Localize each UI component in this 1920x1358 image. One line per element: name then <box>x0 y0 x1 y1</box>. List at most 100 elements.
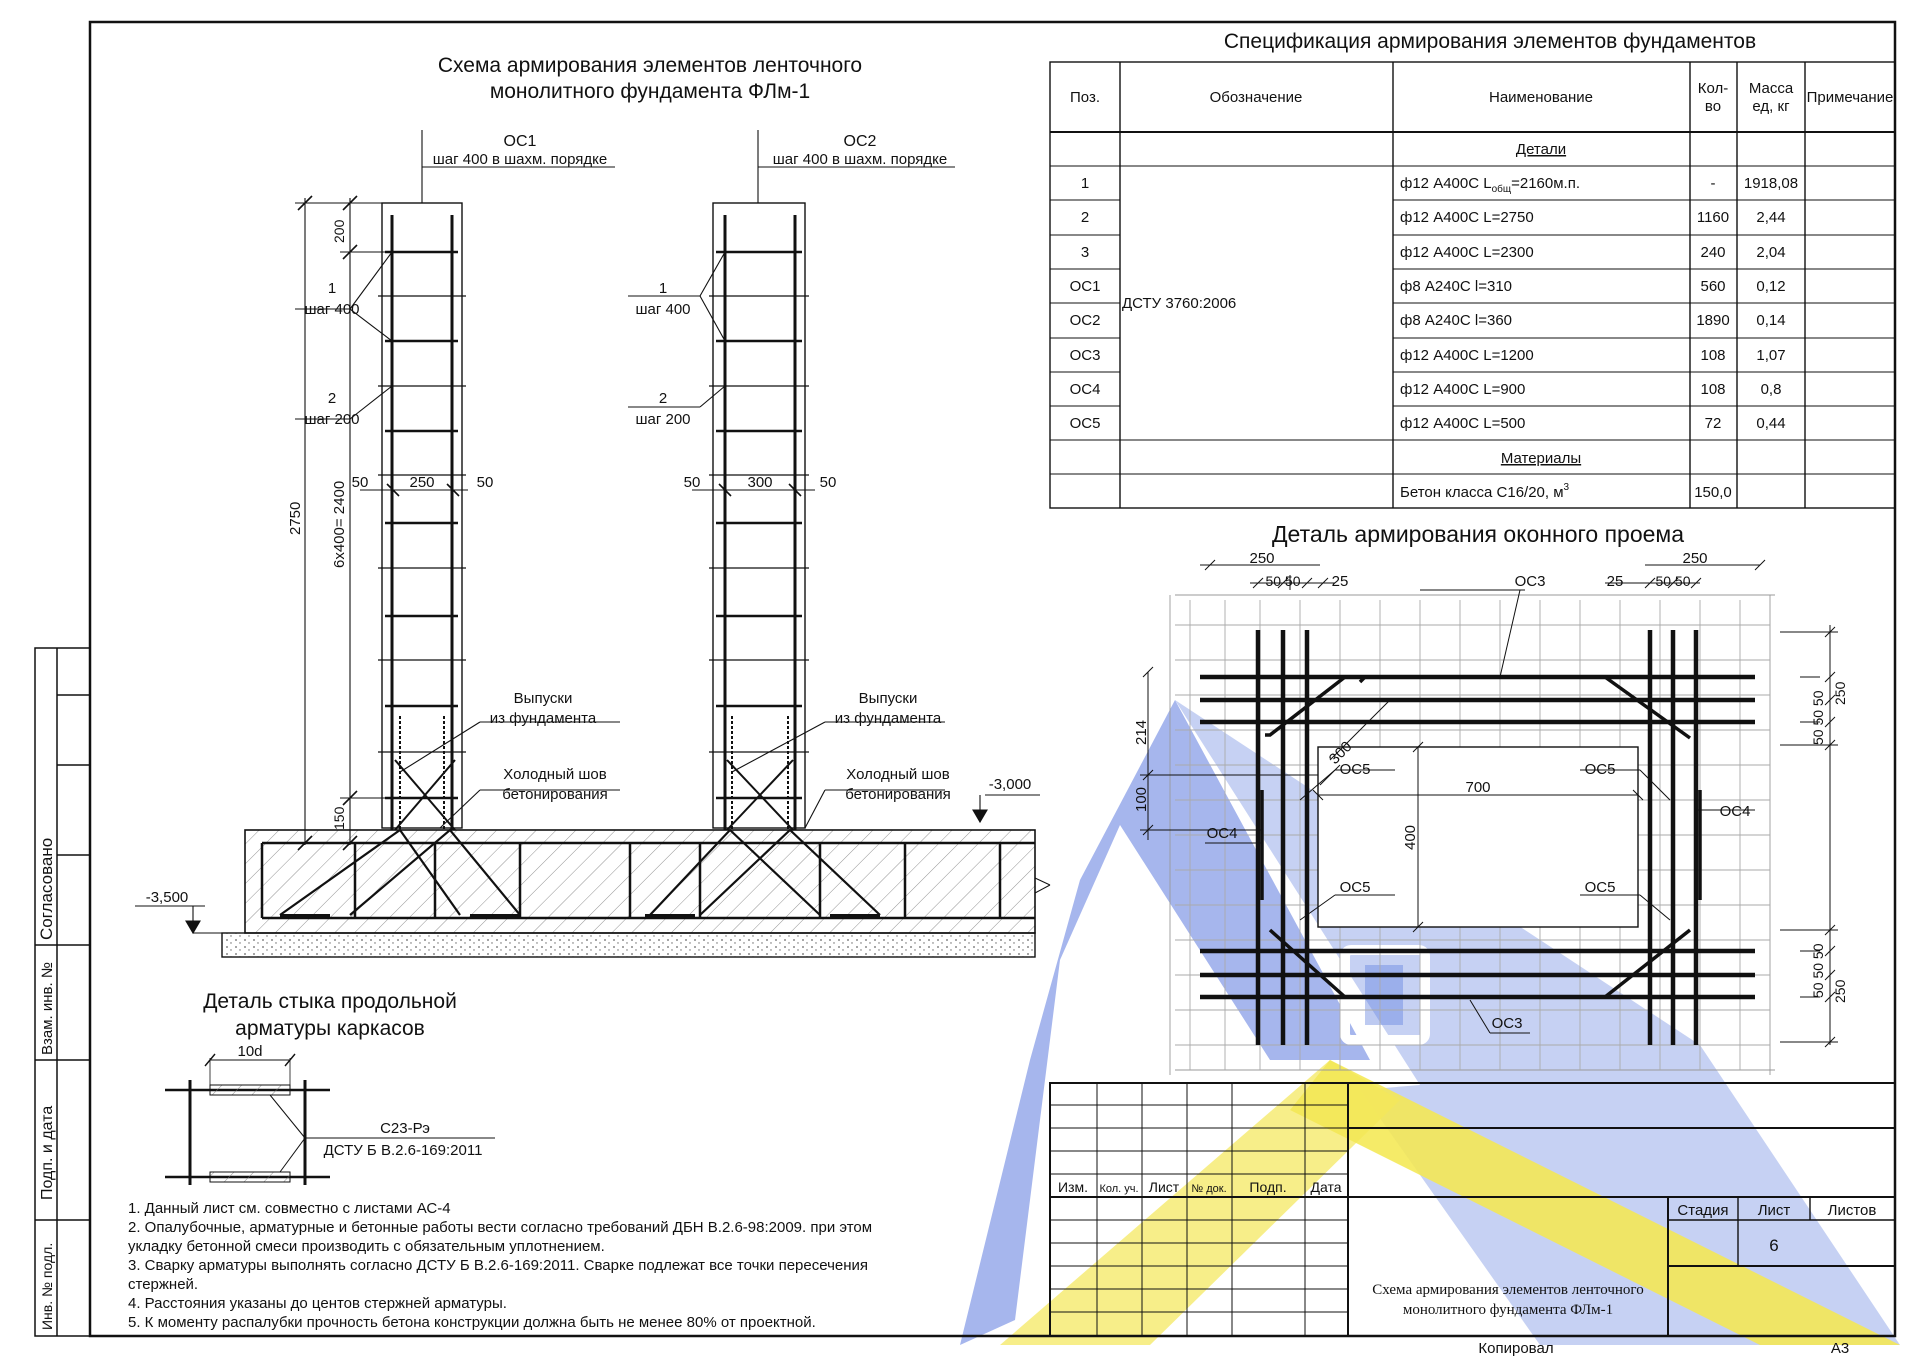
win-dim-right-top: 50 50 50 <box>1810 690 1826 745</box>
win-dim-50-50-left: 50 50 <box>1265 573 1300 589</box>
spec-designation-value: ДСТУ 3760:2006 <box>1122 295 1236 312</box>
spec-row-qty: 1890 <box>1696 312 1729 329</box>
joint-detail-title-line2: арматуры каркасов <box>235 1017 425 1040</box>
spec-section-details: Детали <box>1516 141 1566 158</box>
tb-sheet: Лист <box>1758 1202 1791 1219</box>
joint-electrode: С23-Рэ <box>380 1120 430 1137</box>
win-dim-50-50-right: 50 50 <box>1655 573 1690 589</box>
spec-row-name: ф12 А400С L=1200 <box>1400 347 1534 364</box>
spec-concrete-name: Бетон класса С16/20, м3 <box>1400 482 1570 501</box>
win-dim-right-bot-250: 250 <box>1832 979 1848 1003</box>
dim-2750: 2750 <box>287 502 304 535</box>
dim-150: 150 <box>331 806 347 830</box>
spec-row-name-text: ф12 А400С L=2300 <box>1400 244 1534 261</box>
joint-detail-title-line1: Деталь стыка продольной <box>203 990 457 1013</box>
spec-row-name-text: ф12 А400С L <box>1400 175 1492 192</box>
spec-row-name-text: ф12 А400С L=500 <box>1400 415 1525 432</box>
side-stamp-inv-orig: Инв. № подл. <box>39 1243 55 1330</box>
pos2-label-left: 2 <box>328 390 336 407</box>
spec-row-name: ф12 А400С Lобщ=2160м.п. <box>1400 175 1580 195</box>
pos1-label-left: 1 <box>328 280 336 297</box>
spec-row-name: ф12 А400С L=2750 <box>1400 209 1534 226</box>
spec-row-mass: 2,44 <box>1756 209 1785 226</box>
side-stamp <box>34 647 91 1337</box>
general-notes: 1. Данный лист см. совместно с листами А… <box>128 1200 872 1331</box>
title-block <box>1049 1082 1896 1337</box>
spec-row-name-sub: общ <box>1492 183 1512 195</box>
spec-row-name-text: ф12 А400С L=1200 <box>1400 347 1534 364</box>
spec-concrete-qty: 150,0 <box>1694 484 1732 501</box>
cold-joint-right-line2: бетонирования <box>845 786 951 803</box>
joint-dim-10d: 10d <box>237 1043 262 1060</box>
os2-label: ОС2 <box>844 133 877 150</box>
dim-50a: 50 <box>352 474 369 491</box>
spec-row-name-tail: =2160м.п. <box>1511 175 1580 192</box>
spec-row-name-text: ф8 А240С l=360 <box>1400 312 1512 329</box>
note-1: 1. Данный лист см. совместно с листами А… <box>128 1200 451 1217</box>
tb-no-dok: № док. <box>1191 1183 1226 1195</box>
spec-row-pos: ОС4 <box>1070 381 1101 398</box>
spec-row-name: ф12 А400С L=900 <box>1400 381 1525 398</box>
pos2-step-right: шаг 200 <box>635 411 690 428</box>
spec-row-pos: 1 <box>1081 175 1089 192</box>
main-scheme-title-line2: монолитного фундамента ФЛм-1 <box>490 80 810 103</box>
spec-header-mass-l2: ед, кг <box>1752 98 1790 115</box>
os1-label: ОС1 <box>504 133 537 150</box>
win-os4-left: ОС4 <box>1207 825 1238 842</box>
tb-izm: Изм. <box>1058 1179 1088 1195</box>
spec-row-mass: 0,12 <box>1756 278 1785 295</box>
tb-copied: Копировал <box>1478 1340 1553 1357</box>
win-dim-25-left: 25 <box>1332 573 1349 590</box>
window-detail: Деталь армирования оконного проема <box>1133 521 1848 1075</box>
spec-header-pos: Поз. <box>1070 89 1100 106</box>
win-dim-700: 700 <box>1465 779 1490 796</box>
win-dim-250-right: 250 <box>1682 550 1707 567</box>
spec-row-mass: 0,8 <box>1761 381 1782 398</box>
note-3-cont: стержней. <box>128 1276 198 1293</box>
spec-concrete-sup: 3 <box>1564 482 1570 493</box>
dim-6x400: 6х400= 2400 <box>331 481 348 568</box>
level-3500: -3,500 <box>146 889 189 906</box>
spec-row-name-text: ф8 А240С l=310 <box>1400 278 1512 295</box>
os1-note: шаг 400 в шахм. порядке <box>433 151 607 168</box>
outlets-left-line2: из фундамента <box>490 710 597 727</box>
spec-table: Спецификация армирования элементов фунда… <box>1049 30 1896 509</box>
pos1-step-right: шаг 400 <box>635 301 690 318</box>
win-os5-tl: ОС5 <box>1340 761 1371 778</box>
main-dimensions <box>135 130 1040 935</box>
spec-row-name: ф12 А400С L=2300 <box>1400 244 1534 261</box>
dim-300: 300 <box>747 474 772 491</box>
note-3: 3. Сварку арматуры выполнять согласно ДС… <box>128 1257 868 1274</box>
spec-row-mass: 1,07 <box>1756 347 1785 364</box>
outlets-left-line1: Выпуски <box>514 690 573 707</box>
spec-section-materials: Материалы <box>1501 450 1581 467</box>
spec-row-name: ф8 А240С l=360 <box>1400 312 1512 329</box>
pos1-step-left: шаг 400 <box>304 301 359 318</box>
spec-header-note: Примечание <box>1807 89 1894 106</box>
spec-row-qty: - <box>1711 175 1716 192</box>
spec-row-mass: 0,44 <box>1756 415 1785 432</box>
win-dim-400: 400 <box>1402 825 1419 850</box>
spec-row-qty: 560 <box>1700 278 1725 295</box>
spec-row-name-text: ф12 А400С L=2750 <box>1400 209 1534 226</box>
win-dim-25-right: 25 <box>1607 573 1624 590</box>
win-os3-bottom: ОС3 <box>1492 1015 1523 1032</box>
win-os4-right: ОС4 <box>1720 803 1751 820</box>
spec-row-mass: 1918,08 <box>1744 175 1798 192</box>
spec-row-name: ф8 А240С l=310 <box>1400 278 1512 295</box>
spec-row-pos: ОС3 <box>1070 347 1101 364</box>
spec-row-pos: 2 <box>1081 209 1089 226</box>
spec-title: Спецификация армирования элементов фунда… <box>1224 30 1756 53</box>
pos2-step-left: шаг 200 <box>304 411 359 428</box>
tb-drawing-line1: Схема армирования элементов ленточного <box>1372 1282 1643 1298</box>
tb-drawing-line2: монолитного фундамента ФЛм-1 <box>1403 1302 1613 1318</box>
tb-sheets: Листов <box>1828 1202 1877 1219</box>
spec-rows: 1 ф12 А400С Lобщ=2160м.п. - 1918,08 2 ф12 А40… <box>1070 175 1799 432</box>
side-stamp-inv-replaced: Взам. инв. № <box>39 962 56 1055</box>
dim-50b: 50 <box>477 474 494 491</box>
win-dim-100: 100 <box>1133 787 1150 812</box>
tb-sheet-no: 6 <box>1769 1236 1778 1255</box>
dim-50c: 50 <box>684 474 701 491</box>
dim-50d: 50 <box>820 474 837 491</box>
